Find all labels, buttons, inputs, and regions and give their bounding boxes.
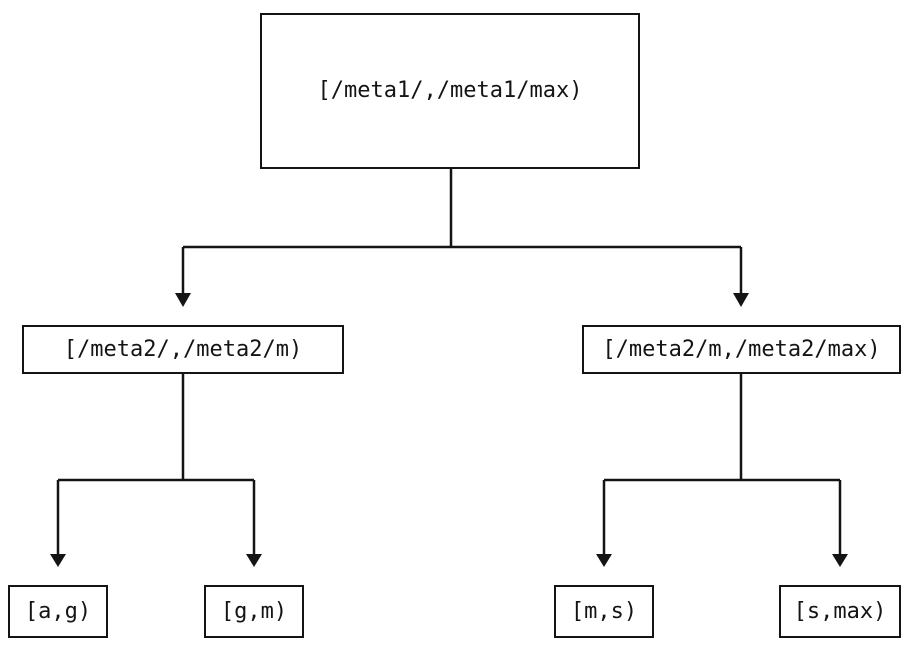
node-leaf-a-g: [a,g) (8, 585, 108, 638)
arrowhead-icon (50, 554, 66, 567)
node-leaf-m-s: [m,s) (554, 585, 654, 638)
edge-root-children (175, 169, 749, 307)
arrowhead-icon (832, 554, 848, 567)
edge-right-children (596, 374, 848, 567)
node-right-interval: [/meta2/m,/meta2/max) (582, 325, 901, 374)
arrowhead-icon (246, 554, 262, 567)
arrowhead-icon (733, 293, 749, 307)
arrowhead-icon (596, 554, 612, 567)
node-leaf-s-max: [s,max) (779, 585, 901, 638)
node-leaf-g-m: [g,m) (204, 585, 304, 638)
node-left-interval: [/meta2/,/meta2/m) (22, 325, 344, 374)
edge-left-children (50, 374, 262, 567)
arrowhead-icon (175, 293, 191, 307)
node-root-interval: [/meta1/,/meta1/max) (260, 13, 640, 169)
